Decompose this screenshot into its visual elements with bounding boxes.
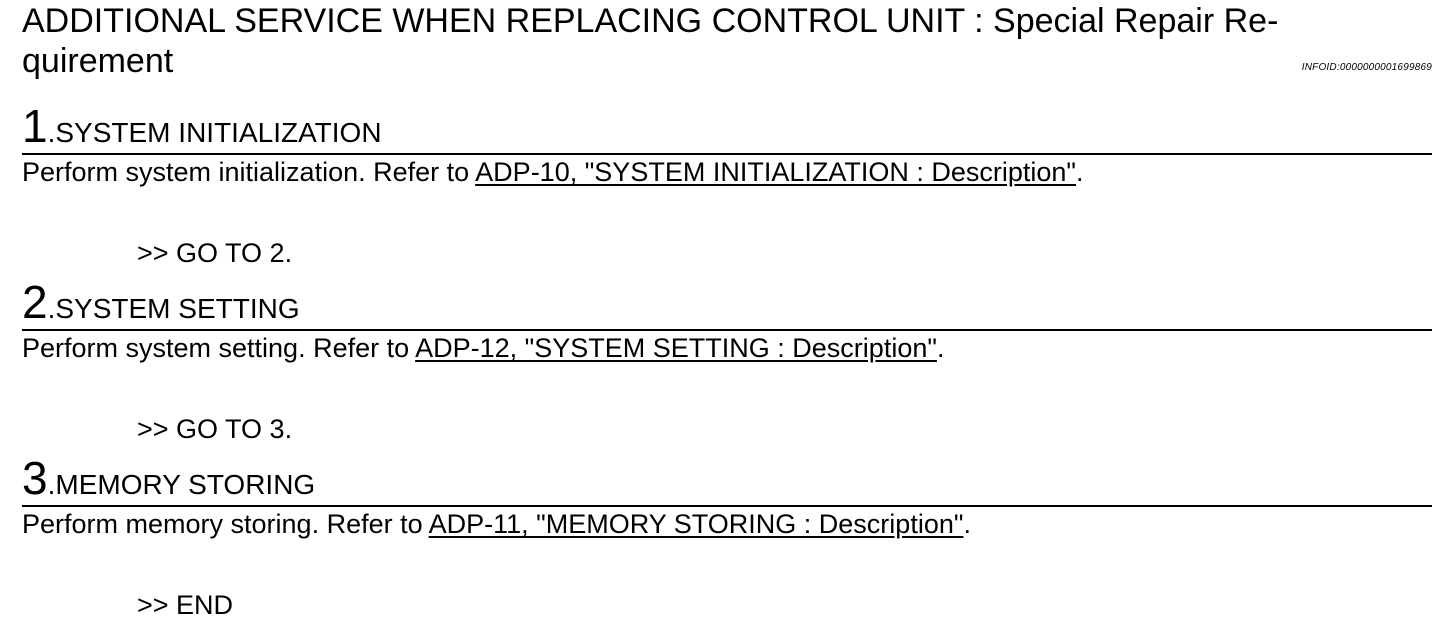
step-number-dot: . xyxy=(47,293,56,324)
step-title: MEMORY STORING xyxy=(55,469,316,500)
reference-link-adp-11[interactable]: ADP-11, "MEMORY STORING : Description" xyxy=(428,509,964,539)
step-instruction: Perform system setting. Refer to ADP-12,… xyxy=(22,331,944,365)
step-divider xyxy=(22,329,1432,331)
step-instruction: Perform system initialization. Refer to … xyxy=(22,155,1084,189)
step-number-dot: . xyxy=(47,117,56,148)
step-heading: 3.MEMORY STORING xyxy=(22,453,1432,503)
instruction-text: Perform system setting. Refer to xyxy=(22,333,416,363)
step-number: 3 xyxy=(22,452,48,504)
step-divider xyxy=(22,153,1432,155)
step-next-action: >> GO TO 3. xyxy=(137,414,293,444)
step-title: SYSTEM INITIALIZATION xyxy=(55,117,382,148)
page-title-line-1: ADDITIONAL SERVICE WHEN REPLACING CONTRO… xyxy=(22,2,1279,40)
step-number: 1 xyxy=(22,100,48,152)
step-next-action: >> GO TO 2. xyxy=(137,238,293,268)
instruction-text: Perform memory storing. Refer to xyxy=(22,509,429,539)
instruction-period: . xyxy=(936,333,945,363)
step-heading: 2.SYSTEM SETTING xyxy=(22,277,1432,327)
step-heading: 1.SYSTEM INITIALIZATION xyxy=(22,101,1432,151)
instruction-text: Perform system initialization. Refer to xyxy=(22,157,476,187)
step-instruction: Perform memory storing. Refer to ADP-11,… xyxy=(22,507,971,541)
info-id: INFOID:0000000001699869 xyxy=(1301,62,1432,73)
instruction-period: . xyxy=(963,509,971,539)
step-next-action: >> END xyxy=(137,590,234,620)
page-title-line-2: quirement xyxy=(22,42,174,80)
reference-link-adp-12[interactable]: ADP-12, "SYSTEM SETTING : Description" xyxy=(415,333,937,363)
step-number: 2 xyxy=(22,276,48,328)
step-title: SYSTEM SETTING xyxy=(55,293,300,324)
step-number-dot: . xyxy=(47,469,56,500)
instruction-period: . xyxy=(1075,157,1084,187)
step-divider xyxy=(22,505,1432,507)
document-page: ADDITIONAL SERVICE WHEN REPLACING CONTRO… xyxy=(22,0,1432,632)
reference-link-adp-10[interactable]: ADP-10, "SYSTEM INITIALIZATION : Descrip… xyxy=(475,157,1076,187)
